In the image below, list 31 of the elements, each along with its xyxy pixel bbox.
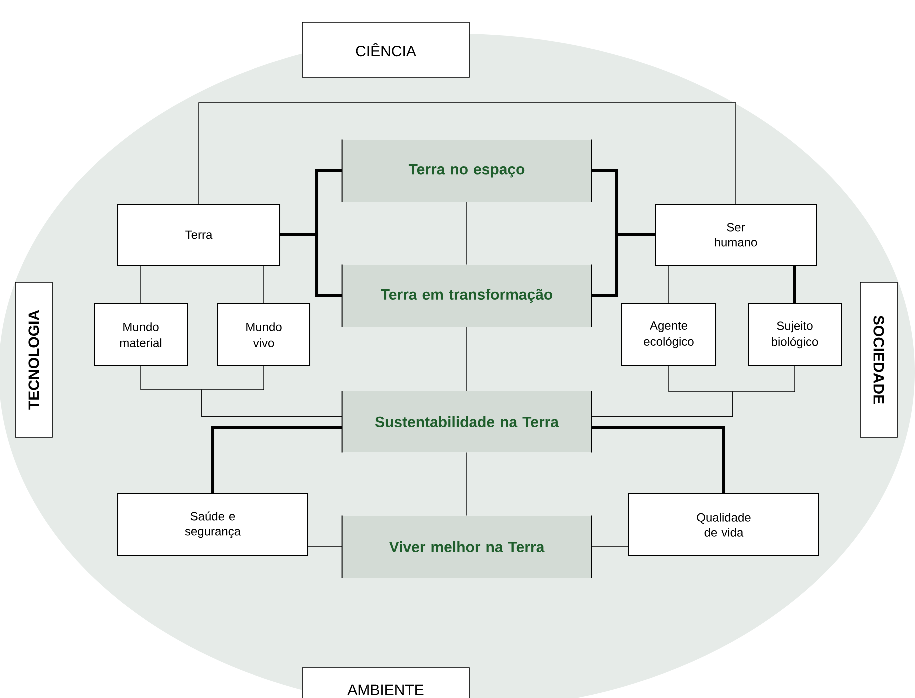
connector — [280, 234, 342, 298]
theme-box: Terra no espaço — [342, 139, 592, 203]
connector — [668, 266, 670, 304]
concept-box: Saúde e segurança — [118, 494, 308, 556]
connector — [591, 546, 629, 548]
connector — [466, 326, 468, 392]
concept-box: Mundo vivo — [218, 304, 310, 366]
connector — [794, 266, 796, 304]
concept-box: Qualidade de vida — [628, 494, 820, 556]
category-box: SOCIEDADE — [860, 282, 898, 438]
connector — [198, 102, 736, 204]
theme-box: Viver melhor na Terra — [342, 515, 592, 579]
concept-box: Sujeito biológico — [748, 304, 842, 366]
connector — [592, 234, 655, 298]
connector — [466, 202, 468, 266]
category-box: TECNOLOGIA — [15, 282, 53, 438]
category-box: CIÊNCIA — [302, 22, 470, 78]
concept-box: Terra — [118, 204, 280, 266]
connector — [308, 546, 343, 548]
connector — [592, 426, 726, 494]
connector — [591, 366, 796, 418]
connector — [466, 452, 468, 516]
concept-box: Mundo material — [94, 304, 188, 366]
concept-box: Agente ecológico — [622, 304, 716, 366]
connector — [202, 366, 343, 418]
theme-box: Terra em transformação — [342, 264, 592, 328]
theme-box: Sustentabilidade na Terra — [342, 390, 592, 454]
connector — [140, 266, 142, 304]
connector — [212, 426, 342, 494]
category-box: AMBIENTE — [302, 668, 470, 698]
concept-box: Ser humano — [655, 204, 817, 266]
